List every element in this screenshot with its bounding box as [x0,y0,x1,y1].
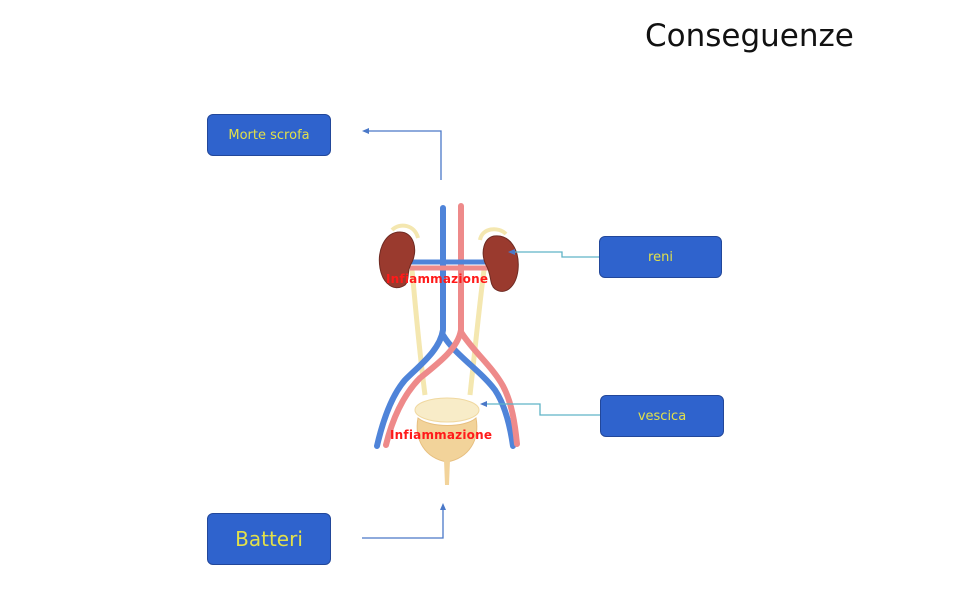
arrow-head-reni [508,249,515,255]
morte-scrofa-box: Morte scrofa [207,114,331,156]
right-kidney-cap [478,227,508,241]
arrow-head-batteri [440,503,446,510]
vescica-box: vescica [600,395,724,437]
aorta [383,203,464,448]
page-title: Conseguenze [645,18,854,54]
right-kidney [482,235,519,292]
arrow-from-vescica [484,403,600,416]
urethra [444,460,450,485]
reni-box: reni [599,236,722,278]
arrow-to-morte [366,130,442,180]
left-kidney-cap [390,223,420,239]
vena-cava [374,205,446,449]
vena-right-branch [440,332,516,449]
arrow-head-morte [362,128,369,134]
left-kidney [378,231,416,289]
arrow-from-batteri [362,508,444,539]
bladder [416,417,478,463]
batteri-box: Batteri [207,513,331,565]
right-ureter [467,269,487,396]
bladder-inflammation-label: Infiammazione [390,428,493,442]
arrow-from-reni [512,251,599,258]
kidney-inflammation-label: Infiammazione [386,272,489,286]
aorta-right-branch [458,329,520,447]
arrow-head-vescica [480,401,487,407]
bladder-top [414,397,480,423]
